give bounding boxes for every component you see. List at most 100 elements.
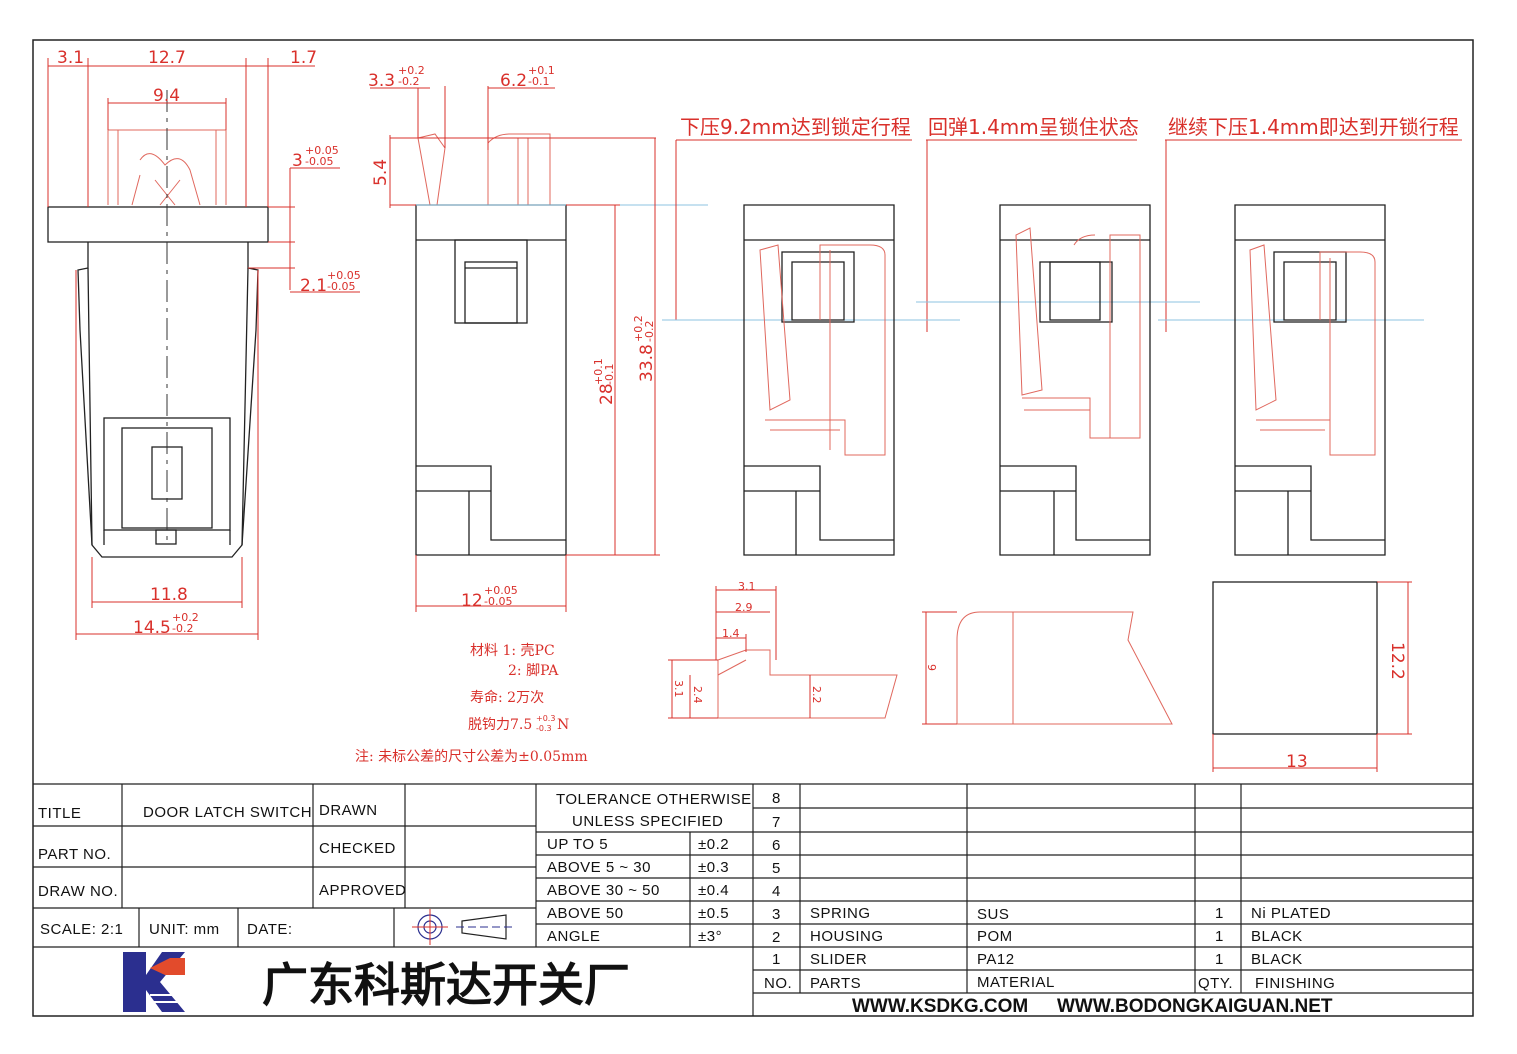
tol-row-value: ±0.3 [698,859,729,876]
dim-profile-h1: 3.1 [672,680,685,698]
dim-side-overall-height-base: 33.8 [637,344,657,382]
draw-no-label: DRAW NO. [38,883,118,900]
dim-profile-h3: 2.2 [810,686,823,704]
dim-front-step-tol-upper: +0.05 [327,269,361,282]
dim-detail-side-h: 9 [925,664,938,671]
drawn-label: DRAWN [319,802,378,819]
tol-row-value: ±0.5 [698,905,729,922]
table-row: 8 [772,790,781,807]
stage3-label: 继续下压1.4mm即达到开锁行程 [1168,115,1459,139]
tol-row-range: ABOVE 50 [547,905,624,922]
company-logo-icon [123,952,185,1012]
dim-profile-d2: 2.9 [735,601,753,614]
dim-side-body-height-tol-upper: +0.1 [592,358,605,385]
side-view: 3.3 +0.2 -0.2 6.2 +0.1 -0.1 5.4 28 +0.1 … [368,64,708,612]
dim-side-body-height-base: 28 [597,383,617,405]
company-name: 广东科斯达开关厂 [262,958,630,1012]
detail-profile: 3.1 2.9 1.4 3.1 2.4 2.2 [668,580,898,719]
stage1-label: 下压9.2mm达到锁定行程 [680,115,911,139]
dim-front-top-left: 3.1 [57,48,84,68]
dim-front-overall-base: 14.5 [133,618,171,638]
table-header-parts: PARTS [810,975,861,992]
dim-front-top-right: 1.7 [290,48,317,68]
dim-side-width-tol-upper: +0.05 [484,584,518,597]
table-cell: BLACK [1251,951,1303,968]
tol-header-1: TOLERANCE OTHERWISE [556,791,752,808]
table-cell: 1 [1215,928,1224,945]
spec-notes: 材料 1: 壳PC 2: 脚PA 寿命: 2万次 脱钩力7.5 +0.3 -0.… [355,642,588,765]
dim-side-overall-height-tol-upper: +0.2 [632,315,645,342]
title-block [33,783,1473,1016]
dim-side-hook-tol-lower: -0.2 [398,75,419,88]
detail-square: 13 12.2 [1212,581,1412,772]
table-row: 2 [772,929,781,946]
dim-front-overall-tol-upper: +0.2 [172,611,199,624]
website-1: WWW.KSDKG.COM [852,996,1028,1017]
dim-square-h: 12.2 [1387,642,1407,680]
tol-row-value: ±3° [698,928,722,945]
table-cell: 1 [1215,905,1224,922]
dim-side-protrusion: 5.4 [371,159,391,186]
table-row: 5 [772,860,781,877]
spec-force-tol-lower: -0.3 [536,724,552,733]
table-cell: 1 [1215,951,1224,968]
dim-profile-d1: 3.1 [738,580,756,593]
date-label: DATE: [247,921,293,938]
spec-force-tol-upper: +0.3 [536,714,555,723]
unit-text: UNIT: mm [149,921,220,938]
stage2-label: 回弹1.4mm呈锁住状态 [928,115,1139,139]
dim-front-bottom-width: 11.8 [150,585,188,605]
table-cell: SLIDER [810,951,867,968]
table-row: 1 [772,951,781,968]
scale-text: SCALE: 2:1 [40,921,123,938]
table-cell: POM [977,928,1013,945]
tol-row-range: ANGLE [547,928,600,945]
dim-front-top-width: 12.7 [148,48,186,68]
tol-row-range: UP TO 5 [547,836,608,853]
dim-profile-h2: 2.4 [691,686,704,704]
title-label: TITLE [38,805,81,822]
table-cell: SPRING [810,905,871,922]
dim-side-slot-base: 6.2 [500,71,527,91]
dim-front-inner-width: 9.4 [153,86,180,106]
spec-note: 注: 未标公差的尺寸公差为±0.05mm [355,749,588,765]
tol-row-value: ±0.4 [698,882,729,899]
dim-square-w: 13 [1286,752,1308,772]
dim-side-hook-tol-upper: +0.2 [398,64,425,77]
table-row: 6 [772,837,781,854]
table-header-no: NO. [764,975,792,992]
stage-view-3 [1234,204,1386,556]
table-cell: SUS [977,906,1009,923]
front-view: 3.1 12.7 1.7 9.4 3 +0.05 -0.05 2.1 +0.05… [47,48,361,640]
table-cell: BLACK [1251,928,1303,945]
stage-notes: 下压9.2mm达到锁定行程 回弹1.4mm呈锁住状态 继续下压1.4mm即达到开… [662,115,1462,332]
spec-life: 寿命: 2万次 [470,689,544,706]
table-row: 4 [772,883,781,900]
tol-header-2: UNLESS SPECIFIED [572,813,723,830]
dim-front-flange-tol-upper: +0.05 [305,144,339,157]
dim-front-step-base: 2.1 [300,276,327,296]
dim-side-slot-tol-lower: -0.1 [528,75,549,88]
table-header-qty: QTY. [1198,975,1233,992]
stage-view-1 [743,204,895,556]
tol-row-range: ABOVE 30 ~ 50 [547,882,660,899]
dim-front-overall-tol-lower: -0.2 [172,622,193,635]
dim-side-hook-base: 3.3 [368,71,395,91]
front-flange [47,206,269,243]
table-header-finishing: FINISHING [1255,975,1335,992]
title-value: DOOR LATCH SWITCH [143,804,312,821]
table-cell: Ni PLATED [1251,905,1331,922]
dim-front-step-tol-lower: -0.05 [327,280,355,293]
projection-symbol-icon [412,909,512,945]
spec-force-unit: N [557,717,569,733]
table-cell: HOUSING [810,928,884,945]
dim-side-body-height-tol-lower: -0.1 [603,364,616,385]
stage-view-2 [999,204,1151,556]
dim-profile-d3: 1.4 [722,627,740,640]
table-header-material: MATERIAL [977,974,1055,991]
spec-force-base: 脱钩力7.5 [468,717,532,733]
tol-row-value: ±0.2 [698,836,729,853]
detail-side: 9 [922,611,1173,725]
spec-material-2: 2: 脚PA [508,663,559,679]
